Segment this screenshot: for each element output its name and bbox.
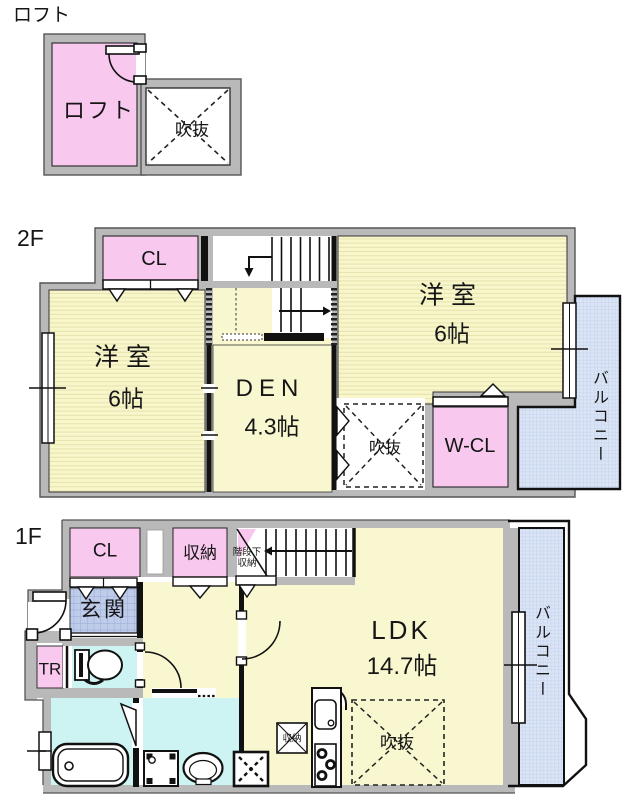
f2-closet-label: CL xyxy=(141,248,167,270)
bath-window xyxy=(27,731,52,771)
room-2f-den xyxy=(212,344,333,493)
void-x-mark xyxy=(147,89,229,164)
stairs-arrow xyxy=(264,546,272,556)
floor2-plan xyxy=(29,227,622,498)
entrance-door xyxy=(25,591,72,641)
f2-void-label: 吹抜 xyxy=(368,440,402,457)
room-2f-closet xyxy=(102,235,199,282)
f1-entrance-label: 玄関 xyxy=(80,598,128,622)
room-2f-wcl xyxy=(432,406,509,488)
f2-balcony-label: バルコニー xyxy=(590,369,607,465)
f1-balcony-label: バルコニー xyxy=(532,604,549,700)
f1-kitchen-storage-label: 収納 xyxy=(282,733,302,745)
room-1f-storage xyxy=(172,527,228,578)
f1-ldk-name: LDK xyxy=(371,615,431,645)
hallway-1f xyxy=(143,582,239,698)
washroom-sliding-door xyxy=(152,688,216,698)
f2-bedroom-right-name: 洋室 xyxy=(418,281,484,310)
stairs-up-arrow xyxy=(323,306,331,316)
f1-understair-label: 階段下収納 xyxy=(232,547,262,569)
wcl-door xyxy=(432,382,509,407)
f1-storage-label: 収納 xyxy=(183,543,217,563)
kitchen-counter xyxy=(311,687,347,788)
toilet-icon xyxy=(74,649,123,685)
f2-den-size: 4.3帖 xyxy=(244,413,300,440)
tile-square xyxy=(232,750,270,788)
floor1-plan xyxy=(24,519,588,794)
room-loft xyxy=(51,42,138,167)
toilet-door xyxy=(134,642,182,689)
f1-ldk-size: 14.7帖 xyxy=(366,653,438,680)
closet-doors-2f xyxy=(102,279,199,303)
window-2f-left xyxy=(29,332,66,444)
loft-door xyxy=(105,43,147,85)
f1-closet-label: CL xyxy=(92,540,118,562)
stairs-1f xyxy=(236,528,356,577)
washer-pan-icon xyxy=(143,750,179,787)
floor1-label: 1F xyxy=(15,523,42,549)
f2-den-name: DEN xyxy=(235,375,305,402)
loft-header: ロフト xyxy=(13,5,71,26)
f2-wcl-label: W-CL xyxy=(444,435,496,457)
kitchen-storage-box xyxy=(276,722,308,754)
stairs-2f xyxy=(221,237,331,341)
balcony-2f xyxy=(516,294,622,491)
room-ldk xyxy=(244,528,503,785)
void-1f-area xyxy=(351,699,445,786)
loft-plan xyxy=(43,33,242,176)
washbasin-icon xyxy=(182,751,224,786)
room-2f-bedroom-left xyxy=(48,289,206,493)
floor2-label: 2F xyxy=(17,225,44,251)
void-x-mark xyxy=(345,405,422,486)
ldk-door xyxy=(235,610,281,666)
loft-void-label: 吹抜 xyxy=(175,120,209,140)
bathroom-door xyxy=(119,702,140,748)
f1-void-label: 吹抜 xyxy=(380,733,414,753)
loft-room-label: ロフト xyxy=(62,98,136,123)
closet-doors-1f xyxy=(69,575,277,601)
f2-bedroom-left-size: 6帖 xyxy=(108,385,144,412)
f2-bedroom-left-name: 洋室 xyxy=(93,343,159,372)
window-1f-balcony xyxy=(504,611,537,724)
stairs-down-arrow xyxy=(244,268,254,277)
f1-tr-label: TR xyxy=(38,659,62,679)
room-entrance xyxy=(69,587,138,634)
f2-bedroom-right-size: 6帖 xyxy=(434,320,470,347)
window-2f-right xyxy=(551,302,588,399)
bathtub-icon xyxy=(51,742,130,788)
